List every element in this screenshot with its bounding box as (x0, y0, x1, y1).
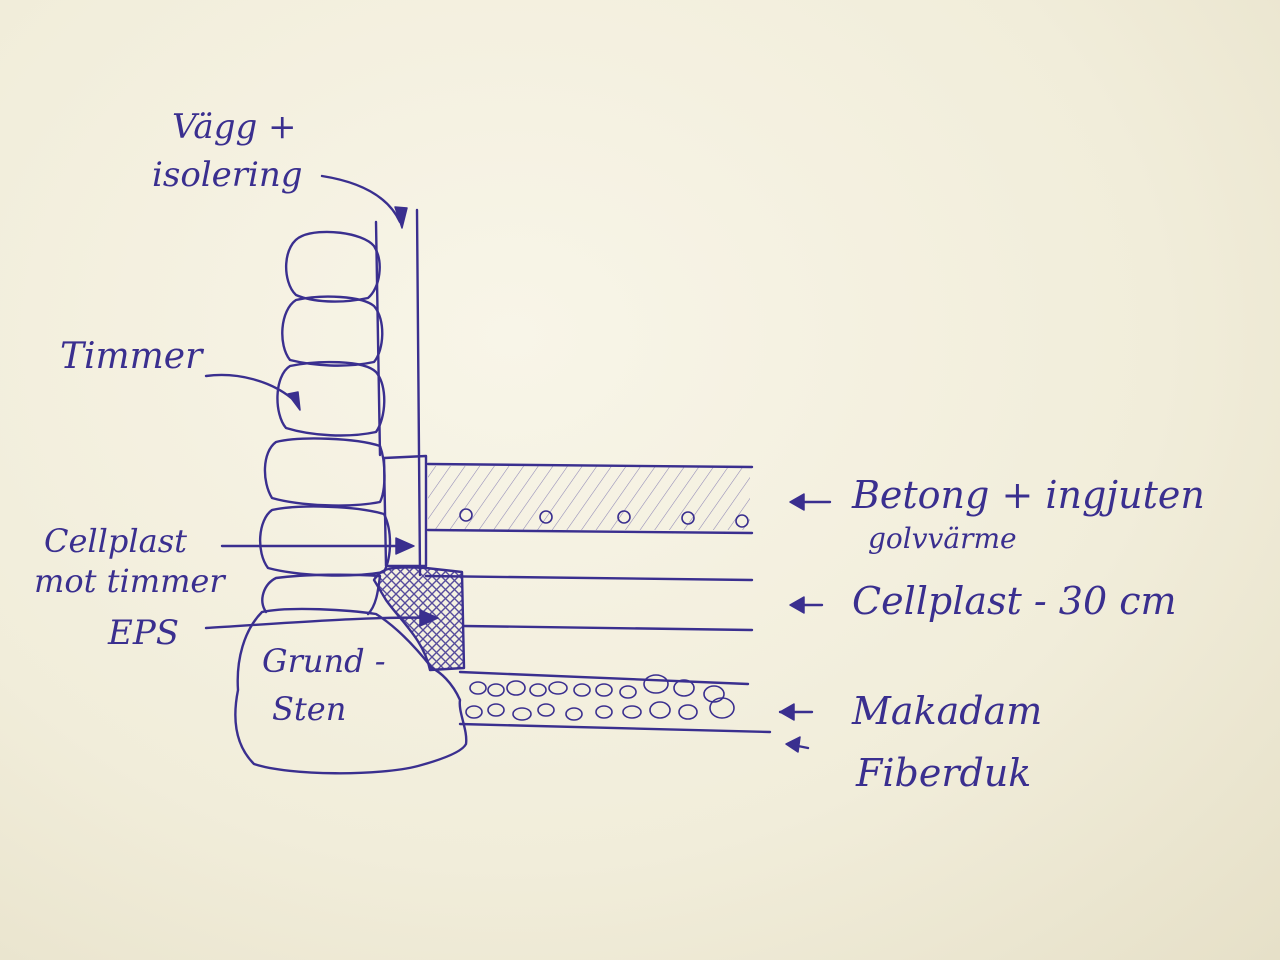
eps-label: EPS (107, 613, 179, 653)
betong-label-line2: golvvärme (868, 522, 1017, 555)
betong-label-line1: Betong + ingjuten (851, 473, 1205, 517)
wall-inner-line (374, 220, 382, 457)
cellplast-bottom-line (462, 624, 754, 632)
makadam-gravel (458, 670, 772, 734)
cellplast-block (382, 454, 428, 568)
foundation-stone (234, 607, 468, 775)
log-4 (263, 437, 386, 507)
timber-logs (258, 230, 392, 616)
label-arrows (204, 174, 832, 753)
log-6 (261, 573, 382, 616)
wall-outer-line (415, 208, 422, 577)
log-5 (258, 505, 392, 577)
grundsten-label-line2: Sten (272, 690, 346, 728)
concrete-slab (426, 462, 754, 535)
cellplast-timmer-label-line1: Cellplast (44, 522, 187, 560)
log-2 (281, 295, 384, 367)
log-3 (276, 360, 386, 437)
wall-label-line2: isolering (152, 155, 303, 195)
wall-label-line1: Vägg + (172, 107, 297, 147)
cellplast-30-label: Cellplast - 30 cm (852, 579, 1177, 623)
cellplast-timmer-label-line2: mot timmer (34, 562, 226, 600)
log-1 (284, 230, 381, 303)
cellplast-top-line (424, 574, 754, 582)
makadam-label: Makadam (851, 689, 1042, 733)
labels: Vägg + isolering Timmer Cellplast mot ti… (34, 107, 1205, 795)
timmer-label: Timmer (60, 336, 204, 377)
grundsten-label-line1: Grund - (262, 642, 386, 680)
fiberduk-label: Fiberduk (855, 751, 1031, 795)
